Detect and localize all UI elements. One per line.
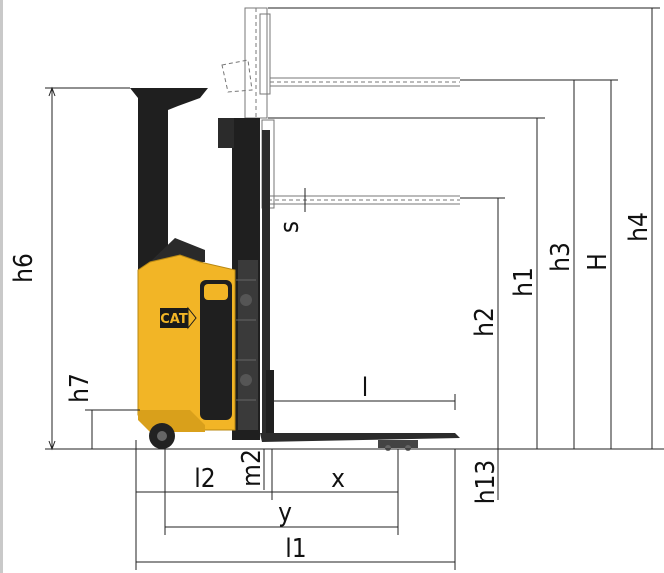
dim-l [270, 394, 456, 410]
label-m2: m2 [237, 449, 267, 487]
left-border [0, 0, 3, 573]
dim-H [582, 79, 618, 449]
dim-l1 [136, 449, 456, 570]
dim-h7 [85, 409, 140, 449]
dim-h3 [460, 79, 582, 449]
forks-lowered [260, 433, 460, 451]
dim-h1 [268, 117, 545, 449]
dim-h6 [45, 86, 130, 451]
truck-body: CAT [137, 254, 236, 432]
drive-wheel [149, 423, 175, 449]
dim-l2-x [135, 440, 399, 570]
label-l: l [362, 373, 369, 403]
label-s: s [275, 221, 305, 233]
overhead-guard [130, 88, 208, 270]
label-h6: h6 [9, 253, 39, 283]
dim-y [164, 449, 398, 535]
label-h13: h13 [471, 460, 501, 505]
label-x: x [331, 464, 345, 494]
label-h2: h2 [470, 307, 500, 337]
cat-logo [160, 308, 188, 328]
label-h3: h3 [546, 242, 576, 272]
mast [218, 118, 274, 440]
label-l2: l2 [194, 464, 215, 494]
cat-logo-text: CAT [160, 312, 188, 327]
label-h1: h1 [509, 267, 539, 297]
label-H: H [583, 253, 613, 271]
label-y: y [278, 498, 292, 528]
label-l1: l1 [285, 534, 306, 564]
dim-h4 [268, 7, 660, 449]
dim-h2 [460, 197, 505, 449]
label-h7: h7 [65, 373, 95, 403]
label-h4: h4 [624, 212, 654, 242]
